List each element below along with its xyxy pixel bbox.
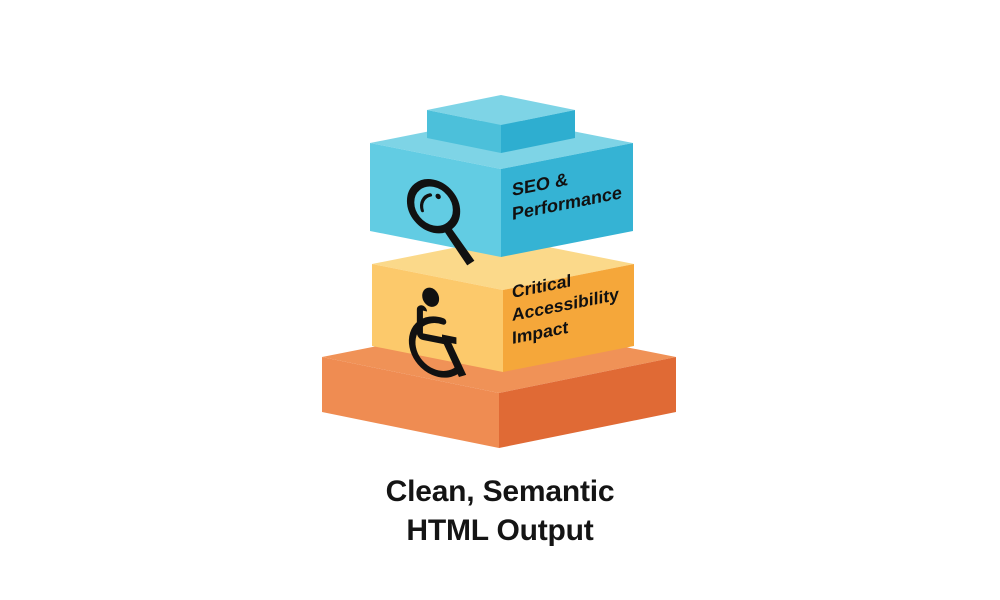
base-left-face xyxy=(322,357,499,448)
accessibility-right-face xyxy=(503,264,634,372)
seo-right-face xyxy=(501,143,633,257)
wheelchair-icon xyxy=(408,287,467,378)
block-accessibility: Critical Accessibility Impact xyxy=(372,238,634,378)
cap-right-face xyxy=(501,110,575,153)
caption-line-2: HTML Output xyxy=(406,514,594,547)
caption-block: Clean, Semantic HTML Output xyxy=(0,472,1000,550)
block-cap xyxy=(427,95,575,153)
caption-line-1: Clean, Semantic xyxy=(385,475,615,508)
magnifier-icon xyxy=(406,179,475,266)
seo-left-face xyxy=(370,143,501,257)
cap-left-face xyxy=(427,110,501,153)
base-right-face xyxy=(499,357,676,448)
